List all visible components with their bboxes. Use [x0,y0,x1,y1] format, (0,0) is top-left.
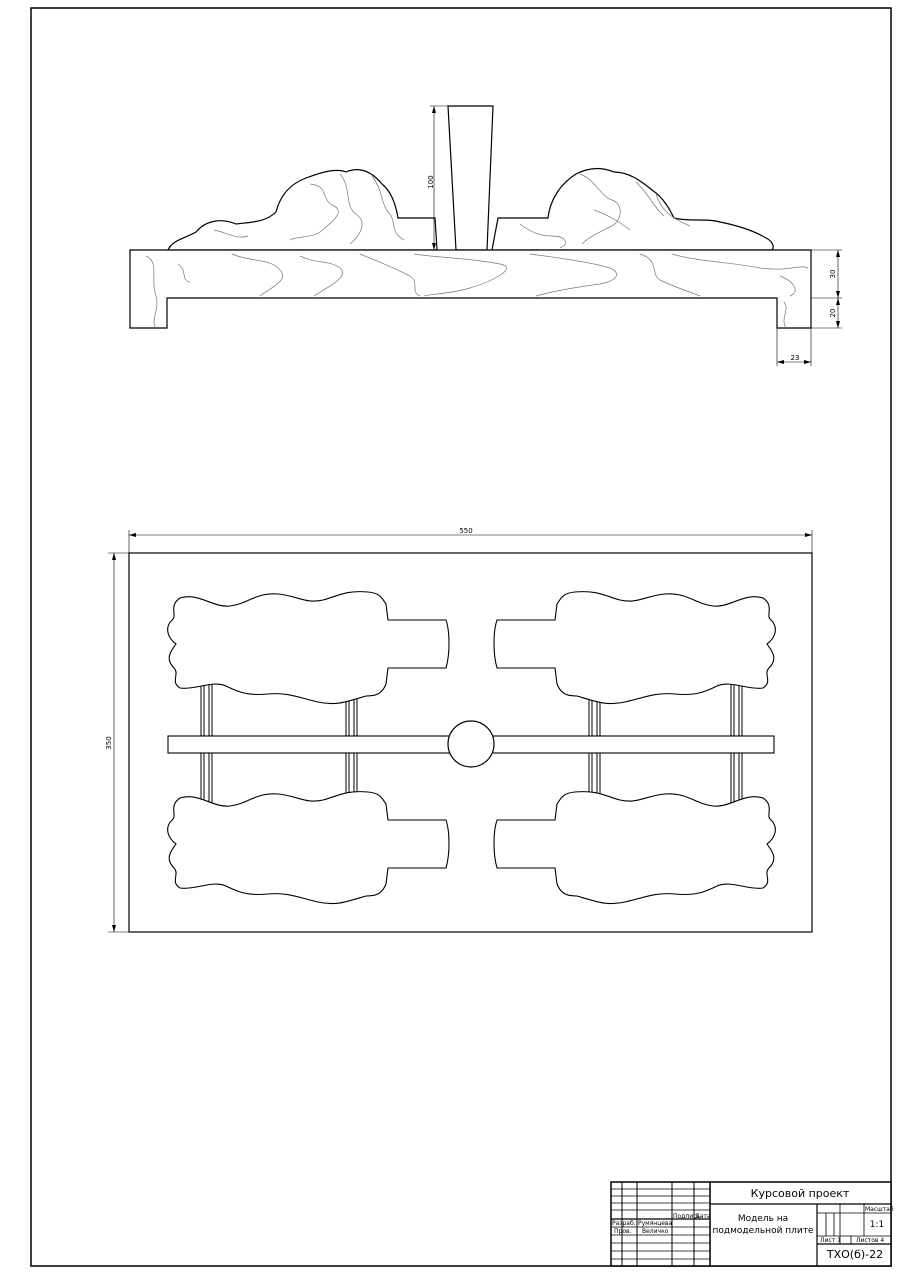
dim-plate-length-label: 550 [459,527,472,535]
dim-flange-width-label: 23 [791,354,800,362]
dim-plate-width: 350 [105,552,129,933]
sheet-frame [30,7,892,1267]
role-developer: Разраб. [612,1220,636,1227]
model-profile [167,169,438,251]
drawing-name-line1: Модель на [738,1214,788,1224]
sheet-label: Лист 1 [820,1237,841,1244]
sprue-stem [447,105,494,251]
sheets-label: Листов 4 [856,1237,884,1244]
pattern-plate [129,249,812,329]
drawing-name-line2: подмодельной плите [712,1226,814,1236]
name-developer: Румянцева [638,1220,673,1227]
model-profile-right [491,167,774,251]
side-view: 100 30 20 23 [129,105,842,366]
role-checker: Пров. [614,1228,632,1235]
dim-stem-height: 100 [427,105,448,250]
dim-plate-length: 550 [128,527,813,553]
dim-flange-height-label: 20 [829,309,837,318]
scale-label: Масштаб [865,1206,894,1213]
col-signature-label: Подпись [673,1213,700,1220]
dim-flange-width: 23 [776,328,812,366]
wood-grain [145,173,809,329]
plan-view: 550 350 [105,527,813,933]
dim-plate-vertical: 30 20 [811,249,842,329]
scale-value: 1:1 [870,1220,884,1230]
col-date-label: Дата [695,1213,711,1220]
central-sprue [447,720,495,768]
project-title: Курсовой проект [751,1187,850,1200]
title-block: Подпись Дата Разраб. Румянцева Пров. Вел… [610,1181,894,1267]
name-checker: Величко [642,1228,669,1235]
document-code: ТХО(б)-22 [826,1248,883,1261]
dim-plate-thickness-label: 30 [829,270,837,279]
dim-stem-height-label: 100 [427,175,435,188]
dim-plate-width-label: 350 [105,736,113,749]
